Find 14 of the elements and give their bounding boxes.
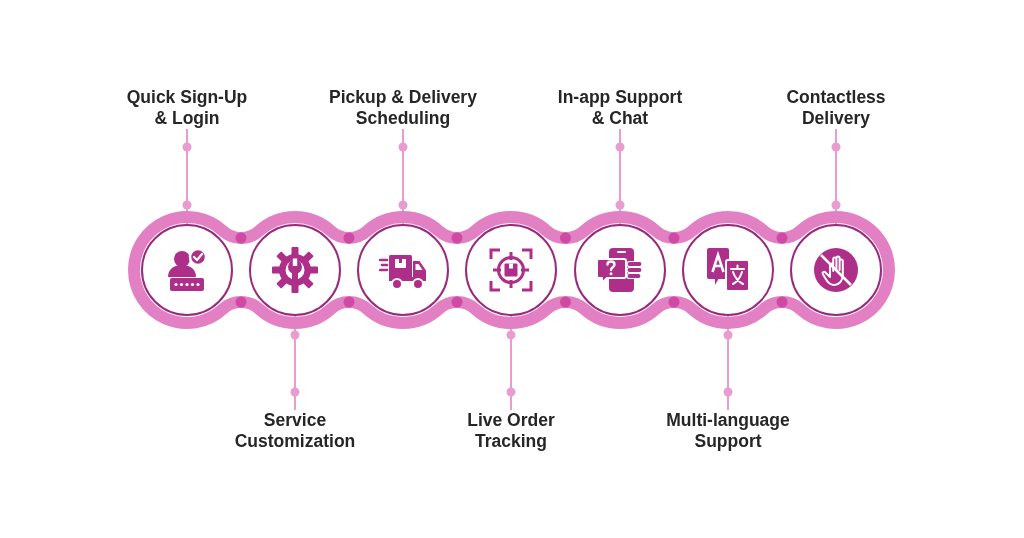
leader-line (831, 128, 841, 225)
feature-label: Pickup & Delivery Scheduling (328, 87, 478, 129)
leader-line (615, 128, 625, 225)
feature-label: Quick Sign-Up & Login (126, 87, 248, 129)
leader-line (182, 128, 192, 225)
feature-label: Contactless Delivery (785, 87, 887, 129)
feature-label: Service Customization (234, 410, 356, 452)
leader-line (398, 128, 408, 225)
feature-label: Multi-language Support (665, 410, 791, 452)
feature-label: In-app Support & Chat (557, 87, 683, 129)
leader-line (290, 315, 300, 411)
leader-line (723, 315, 733, 411)
feature-label: Live Order Tracking (466, 410, 556, 452)
leader-line (506, 315, 516, 411)
